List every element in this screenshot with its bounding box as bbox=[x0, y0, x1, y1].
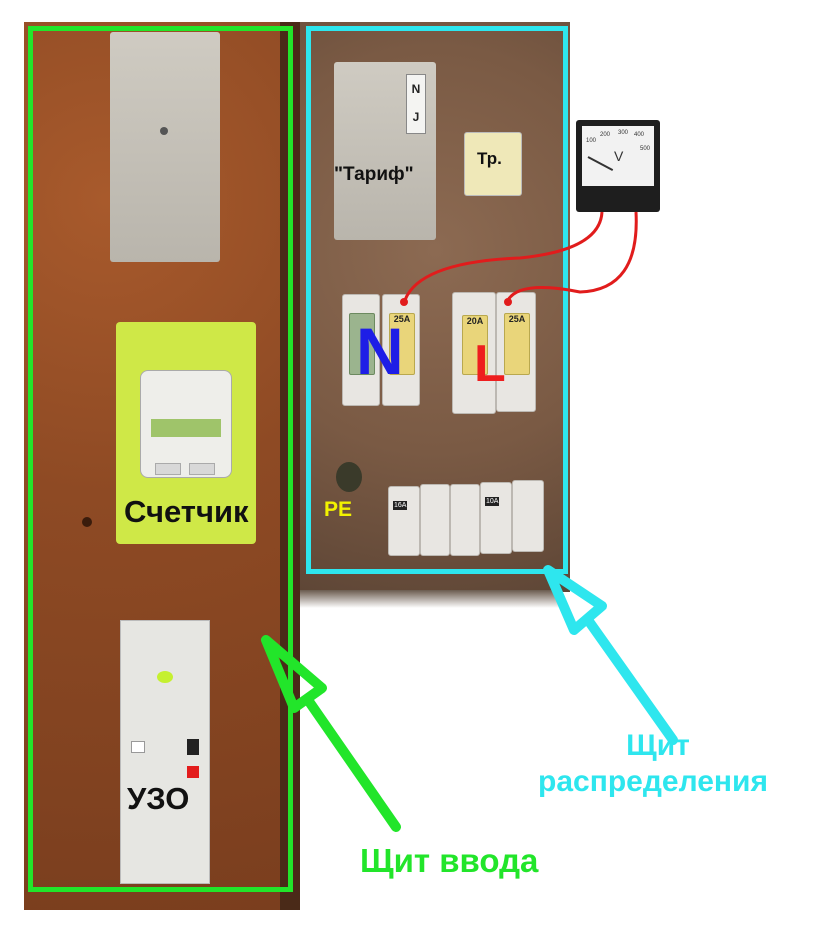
wire-to-line bbox=[506, 211, 638, 301]
distribution-arrow-icon bbox=[543, 565, 678, 745]
transformer-label: Тр. bbox=[477, 149, 502, 168]
wire-terminal-neutral bbox=[400, 298, 408, 306]
circuit-breaker-4: 10A bbox=[480, 482, 512, 554]
rcd-red-switch bbox=[187, 766, 199, 778]
neutral-fuse-green bbox=[349, 313, 375, 375]
scale-300: 300 bbox=[618, 130, 629, 136]
meter-button-left bbox=[155, 463, 181, 475]
line-fuse-1: 20A bbox=[462, 315, 488, 375]
distribution-panel-label: Щит распределения bbox=[508, 728, 798, 800]
electricity-meter: Счетчик bbox=[116, 322, 256, 544]
scale-400: 400 bbox=[634, 132, 645, 138]
rcd-black-switch bbox=[187, 739, 199, 755]
scale-100: 100 bbox=[586, 138, 597, 144]
rcd-test-button bbox=[131, 741, 145, 753]
photo-shadow bbox=[300, 590, 560, 608]
line-fuse-holder-2: 25A bbox=[496, 292, 536, 412]
circuit-breaker-1: 16A bbox=[388, 486, 420, 556]
scale-500: 500 bbox=[640, 146, 651, 152]
circuit-breaker-2 bbox=[420, 484, 450, 556]
meter-display bbox=[151, 419, 221, 437]
rcd-label: УЗО bbox=[127, 781, 190, 816]
distribution-panel-photo: N J "Тариф" Тр. 25A 20A 25A N L PE 16A 1… bbox=[300, 22, 570, 592]
meter-button-right bbox=[189, 463, 215, 475]
hole bbox=[82, 517, 92, 527]
neutral-label: N bbox=[356, 314, 404, 388]
line-fuse-holder-1: 20A bbox=[452, 292, 496, 414]
transformer: Тр. bbox=[464, 132, 522, 196]
distribution-label-line2: распределения bbox=[538, 765, 768, 798]
rcd-indicator bbox=[157, 671, 173, 683]
scale-200: 200 bbox=[600, 132, 611, 138]
pe-label: PE bbox=[324, 498, 353, 521]
input-panel-photo: Счетчик УЗО bbox=[24, 22, 300, 910]
cover-screw-icon bbox=[160, 127, 168, 135]
breaker-rating-4: 10A bbox=[485, 497, 500, 506]
line-fuse-2: 25A bbox=[504, 313, 530, 375]
rcd-device: УЗО bbox=[120, 620, 210, 884]
tariff-label: "Тариф" bbox=[334, 164, 414, 185]
pe-terminal bbox=[336, 462, 362, 492]
input-arrow-icon bbox=[261, 635, 401, 832]
wire-to-neutral bbox=[403, 211, 604, 301]
meter-face bbox=[140, 370, 232, 478]
distribution-panel-frame bbox=[306, 26, 568, 574]
tariff-switch-top: N bbox=[411, 82, 421, 96]
voltmeter-unit: V bbox=[614, 148, 624, 164]
voltmeter: 100 200 300 400 500 V bbox=[576, 120, 660, 212]
neutral-fuse-holder-2: 25A bbox=[382, 294, 420, 406]
tariff-switch-bottom: J bbox=[412, 110, 420, 124]
meter-cover bbox=[110, 32, 220, 262]
distribution-label-line1: Щит bbox=[626, 729, 690, 762]
voltmeter-dial: 100 200 300 400 500 V bbox=[582, 126, 654, 186]
input-panel-label: Щит ввода bbox=[360, 842, 539, 879]
circuit-breaker-3 bbox=[450, 484, 480, 556]
input-panel-frame bbox=[28, 26, 293, 892]
line-label: L bbox=[474, 335, 506, 393]
circuit-breaker-5 bbox=[512, 480, 544, 552]
neutral-fuse-holder-1 bbox=[342, 294, 380, 406]
wire-terminal-line bbox=[504, 298, 512, 306]
neutral-fuse: 25A bbox=[389, 313, 415, 375]
tariff-switch: N J bbox=[406, 74, 426, 134]
breaker-rating-1: 16A bbox=[393, 501, 408, 510]
tariff-relay: N J "Тариф" bbox=[334, 62, 436, 240]
meter-label: Счетчик bbox=[124, 494, 249, 529]
